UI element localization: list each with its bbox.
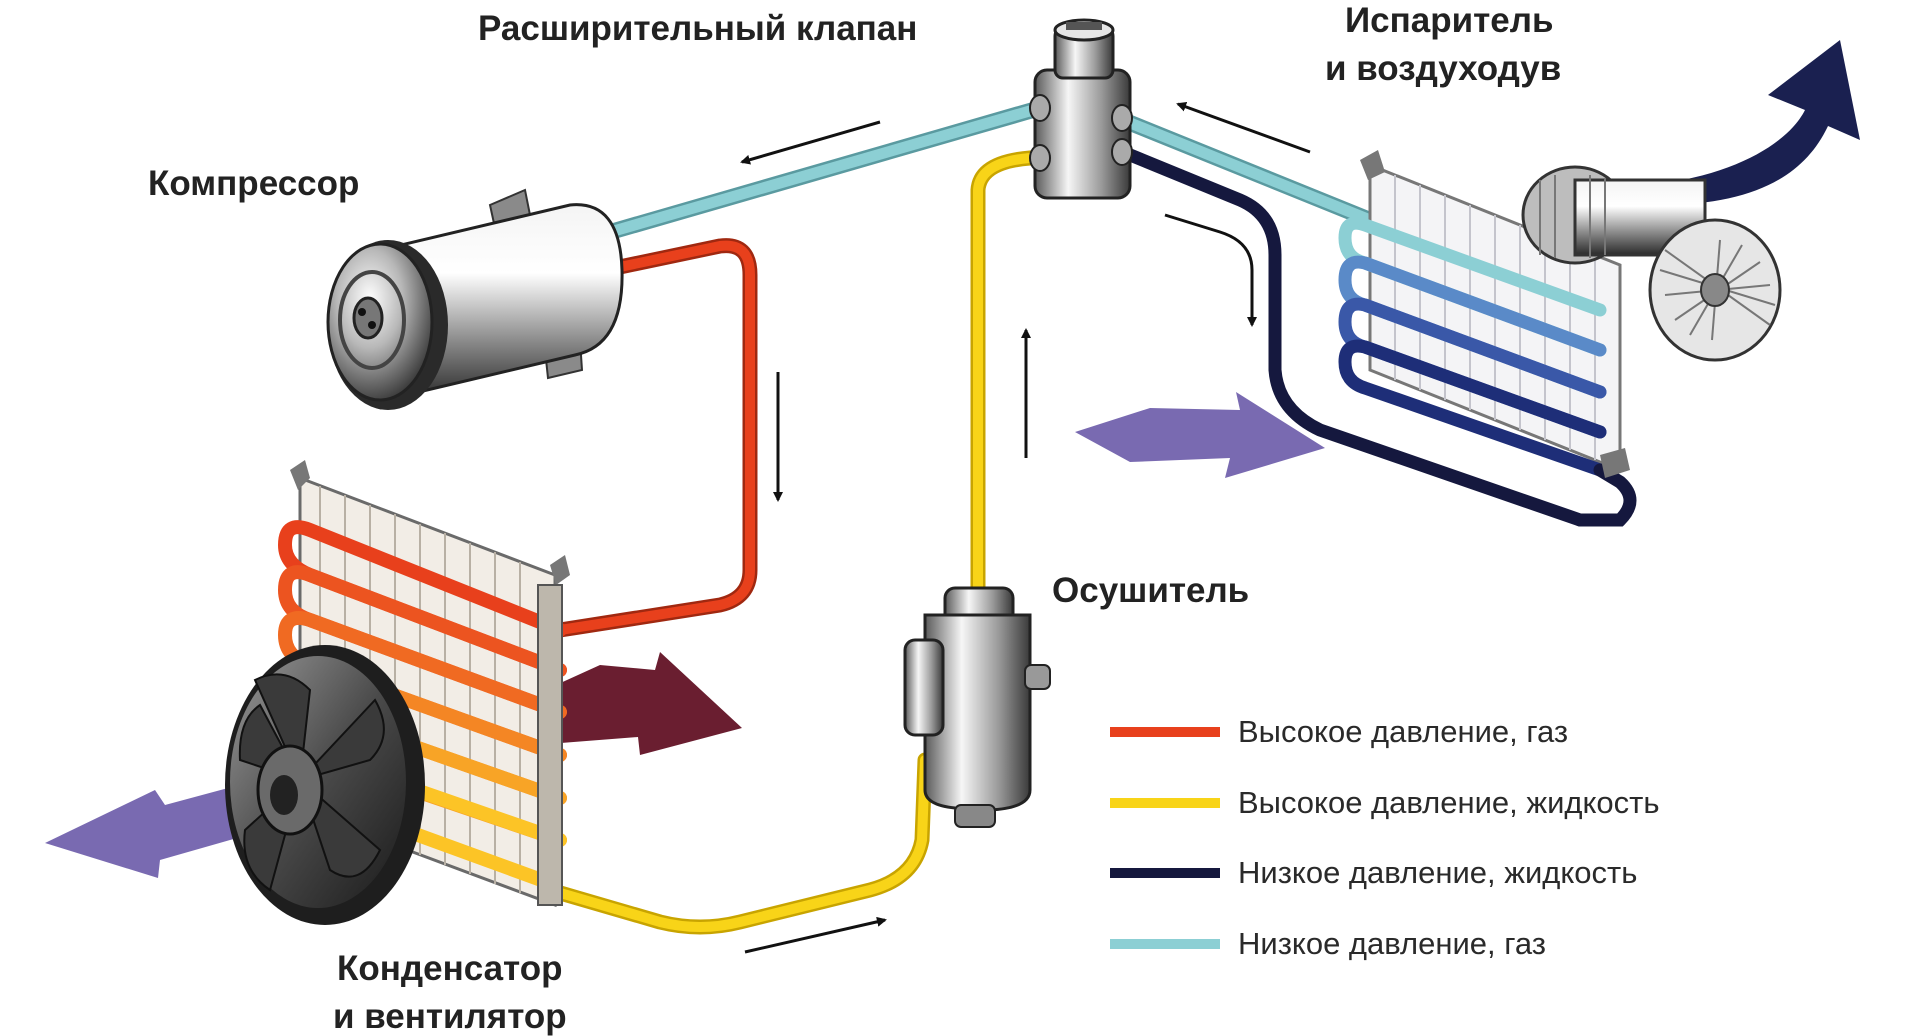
air-flow-in-condenser-arrow <box>45 778 265 878</box>
flow-arrow-evaporator-to-valve <box>1176 102 1311 154</box>
label-dryer: Осушитель <box>1052 571 1250 610</box>
condenser-fan <box>225 645 425 925</box>
legend-lines <box>1110 727 1220 949</box>
flow-arrow-valve-to-compressor <box>740 120 881 165</box>
compressor <box>326 188 624 410</box>
label-compressor: Компрессор <box>148 164 360 203</box>
dryer <box>903 586 1051 828</box>
evaporator-blower <box>1521 165 1782 362</box>
low-pressure-liquid-pipes <box>1111 143 1587 527</box>
expansion-valve <box>1029 18 1133 200</box>
legend-label-high-liquid: Высокое давление, жидкость <box>1238 785 1660 820</box>
legend-label-low-gas: Низкое давление, газ <box>1238 926 1546 961</box>
high-pressure-gas-pipes <box>552 238 758 638</box>
legend-label-high-gas: Высокое давление, газ <box>1238 714 1569 749</box>
evaporator <box>1338 150 1637 527</box>
flow-arrow-condenser-to-dryer <box>744 916 887 954</box>
legend-label-low-liquid: Низкое давление, жидкость <box>1238 855 1638 890</box>
flow-direction-arrows <box>740 102 1311 954</box>
label-expansion-valve: Расширительный клапан <box>478 9 918 48</box>
label-condenser-line1: Конденсатор <box>337 949 563 988</box>
label-evaporator-line1: Испаритель <box>1345 1 1554 40</box>
label-evaporator-line2: и воздуходув <box>1325 49 1562 88</box>
air-flow-cold-out-arrow <box>1650 40 1860 205</box>
flow-arrow-valve-to-evaporator <box>1164 213 1257 327</box>
high-pressure-liquid-pipes <box>542 150 1038 935</box>
label-condenser-line2: и вентилятор <box>333 997 567 1036</box>
air-flow-in-evaporator-arrow <box>1075 392 1325 478</box>
air-flow-hot-out-arrow <box>545 652 742 755</box>
